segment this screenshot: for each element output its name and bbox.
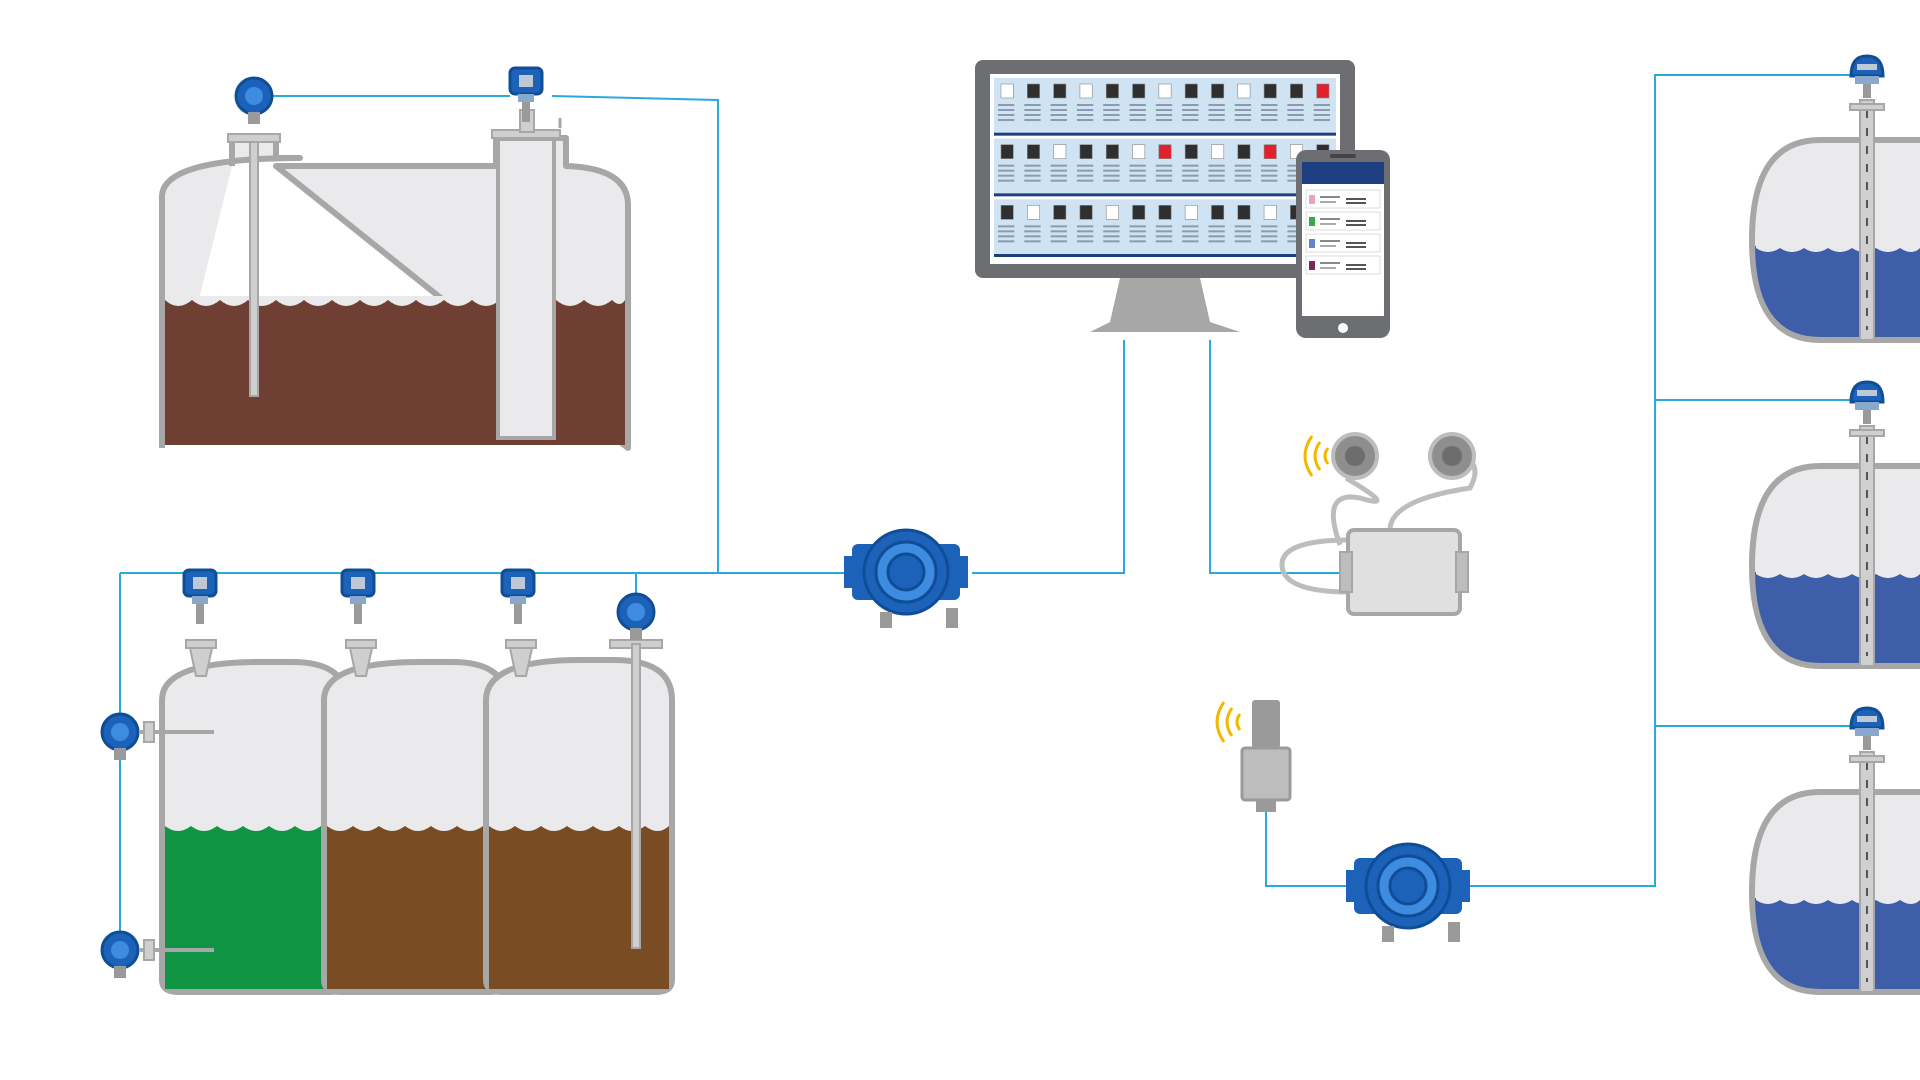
dashboard-tile[interactable] [1290,83,1303,99]
radar-level-transmitter-icon[interactable] [1849,706,1885,750]
app-list [1305,189,1381,275]
dashboard-tile[interactable] [1184,144,1198,159]
dashboard-tile[interactable] [1263,205,1277,220]
wire-bottom-bus [108,572,860,951]
wireless-adapter[interactable] [1215,700,1292,812]
storage-tank-top-left [158,109,631,451]
wireless-gateway-icon [1240,746,1292,802]
mobile-phone[interactable] [1296,150,1390,338]
radar-level-transmitter-icon[interactable] [234,76,274,124]
dashboard-tile[interactable] [1027,83,1040,99]
wire-bottom-drops [199,573,637,596]
right-tank-group [1748,99,1920,995]
dashboard-tile[interactable] [1132,205,1146,220]
dashboard-tile[interactable] [1105,144,1119,159]
radar-level-transmitter-icon[interactable] [100,712,140,760]
dashboard-tile[interactable] [1105,83,1119,99]
probe-rod [249,139,259,397]
app-list-item[interactable] [1305,233,1381,253]
dashboard-tile[interactable] [1211,83,1225,99]
dashboard-tile[interactable] [1079,205,1093,220]
wire-adapter-to-hub [1265,810,1348,887]
radar-level-transmitter-icon[interactable] [500,568,536,624]
radar-level-transmitter-icon[interactable] [508,66,544,122]
storage-tank-bottom-3 [483,639,675,995]
liquid-brown [489,826,669,989]
wireless-signal-icon [1215,701,1242,743]
wireless-gateway[interactable] [1279,432,1478,616]
dashboard-tile[interactable] [1263,83,1277,99]
wire-hub-to-right-tanks [1466,74,1850,887]
liquid-blue [1755,246,1920,337]
wire-monitor-to-gateway [1209,340,1348,574]
radar-level-transmitter-icon[interactable] [100,930,140,978]
dashboard-tile[interactable] [1316,83,1330,99]
storage-tank-right-2 [1748,425,1920,669]
liquid-green [165,826,343,989]
storage-tank-bottom-1 [140,639,349,995]
radar-level-transmitter-icon[interactable] [616,592,656,640]
stilling-well [496,136,556,440]
antenna [1252,700,1280,748]
dashboard-tile[interactable] [1000,144,1014,159]
dashboard-tile[interactable] [1211,144,1225,159]
dashboard-tile[interactable] [1079,83,1093,99]
dashboard-tile[interactable] [1237,83,1251,99]
monitor-stand [1090,278,1240,332]
field-hub-center[interactable] [844,528,968,628]
app-header [1302,162,1384,184]
dashboard-tile[interactable] [1027,205,1040,220]
liquid-brown [327,826,503,989]
radar-level-transmitter-icon[interactable] [1849,54,1885,98]
dashboard-tile[interactable] [1184,205,1198,220]
wireless-gateway-icon [1346,528,1462,616]
storage-tank-bottom-2 [321,639,509,995]
radar-level-transmitter-icon[interactable] [340,568,376,624]
dashboard-tile[interactable] [1000,83,1014,99]
wire-hub-to-monitor [972,340,1125,574]
wire-top-tank [250,95,719,573]
dashboard-tile[interactable] [1027,144,1040,159]
dashboard-tile[interactable] [1132,144,1146,159]
dashboard-tile[interactable] [1158,144,1172,159]
storage-tank-right-1 [1748,99,1920,343]
dashboard-tile[interactable] [1053,205,1067,220]
dashboard-tile[interactable] [1184,83,1198,99]
dashboard-tile[interactable] [1263,144,1277,159]
dashboard-tile[interactable] [1053,144,1067,159]
dashboard-tile[interactable] [1000,205,1014,220]
dashboard-tile[interactable] [1158,83,1172,99]
app-list-item[interactable] [1305,211,1381,231]
dashboard-tile[interactable] [1132,83,1146,99]
dashboard-tile[interactable] [1079,144,1093,159]
dashboard-tile[interactable] [1211,205,1225,220]
dashboard-tile[interactable] [1053,83,1067,99]
instrument-layer [100,54,1885,978]
scada-monitor[interactable] [975,60,1355,332]
dashboard-grid [994,78,1336,257]
field-hub-right[interactable] [1346,842,1470,942]
wireless-signal-icon [1303,435,1330,477]
dashboard-tile[interactable] [1237,205,1251,220]
app-list-item[interactable] [1305,255,1381,275]
radar-level-transmitter-icon[interactable] [1849,380,1885,424]
app-list-item[interactable] [1305,189,1381,209]
dashboard-tile[interactable] [1105,205,1119,220]
storage-tank-right-3 [1748,751,1920,995]
radar-level-transmitter-icon[interactable] [182,568,218,624]
flange [227,133,281,143]
dashboard-tile[interactable] [1237,144,1251,159]
dashboard-tile[interactable] [1158,205,1172,220]
probe-rod [631,643,641,949]
